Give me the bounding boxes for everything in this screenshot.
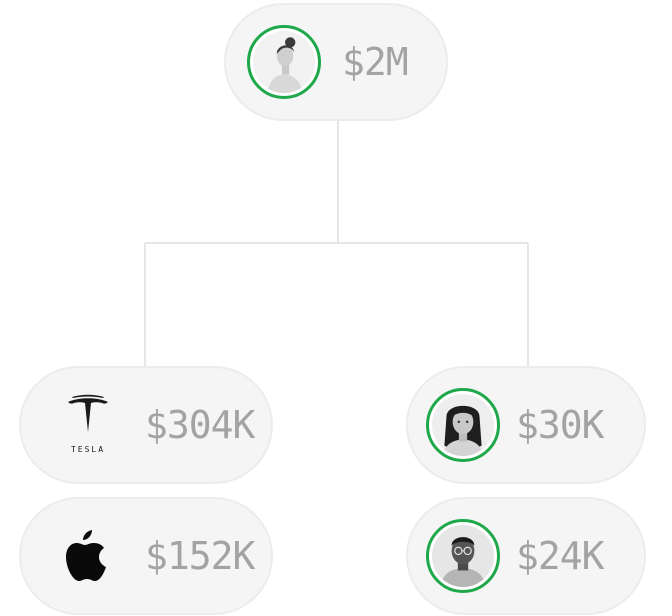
tesla-node[interactable]: TESLA $304K: [19, 366, 273, 484]
woman-amount: $30K: [516, 403, 605, 447]
apple-logo-icon: [51, 519, 125, 593]
woman-portrait-icon: [426, 388, 500, 462]
root-node[interactable]: $2M: [224, 3, 448, 121]
tesla-wordmark: TESLA: [71, 445, 105, 454]
apple-node[interactable]: $152K: [19, 497, 273, 615]
man-amount: $24K: [516, 534, 605, 578]
woman-portrait-icon: [247, 25, 321, 99]
tesla-logo-icon: TESLA: [51, 388, 125, 462]
tesla-amount: $304K: [145, 403, 255, 447]
man-portrait-icon: [426, 519, 500, 593]
root-amount: $2M: [342, 40, 409, 84]
man-node[interactable]: $24K: [406, 497, 646, 615]
apple-amount: $152K: [145, 534, 255, 578]
woman-node[interactable]: $30K: [406, 366, 646, 484]
